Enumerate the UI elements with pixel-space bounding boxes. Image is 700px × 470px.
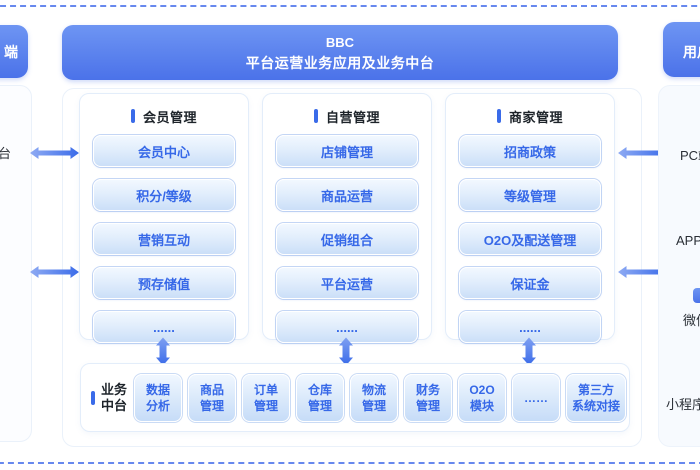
button-shop-management: 店铺管理: [276, 135, 418, 167]
horizontal-double-arrow: [618, 147, 667, 159]
business-middle-platform-bar: 业务 中台 数据 分析 商品 管理 订单 管理 仓库 管理 物流: [80, 363, 630, 432]
button-member-center: 会员中心: [93, 135, 235, 167]
card-merchant-management: 商家管理 招商政策 等级管理 O2O及配送管理 保证金 ......: [445, 93, 615, 343]
horizontal-double-arrow: [30, 266, 79, 278]
card-title: 商家管理: [508, 109, 563, 125]
title-bar-icon: [91, 390, 95, 405]
module-o2o: O2O 模块: [458, 373, 507, 422]
vertical-double-arrow: [156, 337, 170, 366]
button-investment-policy: 招商政策: [459, 135, 601, 167]
right-panel-header: 用户: [663, 22, 700, 77]
right-item-wechat: 微信: [683, 313, 700, 328]
main-header: BBC 平台运营业务应用及业务中台: [62, 25, 618, 80]
card-title-row: 会员管理: [80, 107, 248, 125]
card-member-management: 会员管理 会员中心 积分/等级 营销互动 预存储值 ......: [79, 93, 249, 343]
module-finance-management: 财务 管理: [404, 373, 453, 422]
module-product-management: 商品 管理: [188, 373, 237, 422]
left-panel-body: [0, 85, 32, 442]
button-o2o-delivery-management: O2O及配送管理: [459, 223, 601, 255]
left-panel-header-label: 端: [4, 44, 18, 60]
button-platform-operation: 平台运营: [276, 267, 418, 299]
bar-title-line1: 业务: [101, 381, 128, 397]
modules-row: 数据 分析 商品 管理 订单 管理 仓库 管理 物流 管理 财务 管理: [134, 373, 627, 422]
button-product-operation: 商品运营: [276, 179, 418, 211]
right-panel-body: [658, 85, 700, 447]
main-header-line1: BBC: [325, 34, 355, 50]
module-ellipsis: ……: [512, 373, 561, 422]
card-title-row: 商家管理: [446, 107, 614, 125]
partial-clipped-element: [693, 288, 700, 303]
button-level-management: 等级管理: [459, 179, 601, 211]
right-item-pc: PC端: [680, 148, 700, 163]
button-marketing-interaction: 营销互动: [93, 223, 235, 255]
card-title: 自营管理: [325, 109, 380, 125]
main-header-line2: 平台运营业务应用及业务中台: [245, 54, 435, 71]
right-item-app: APP端: [676, 233, 700, 248]
card-title: 会员管理: [142, 109, 197, 125]
module-warehouse-management: 仓库 管理: [296, 373, 345, 422]
bar-title: 业务 中台: [101, 382, 127, 414]
card-title-row: 自营管理: [263, 107, 431, 125]
title-bar-icon: [313, 109, 318, 123]
vertical-double-arrow: [522, 337, 536, 366]
button-prestored-value: 预存储值: [93, 267, 235, 299]
button-deposit: 保证金: [459, 267, 601, 299]
title-bar-icon: [130, 109, 135, 123]
button-points-level: 积分/等级: [93, 179, 235, 211]
bar-label: 业务 中台: [91, 382, 127, 414]
button-ellipsis: ......: [459, 311, 601, 343]
right-panel-header-label: 用户: [683, 44, 700, 60]
horizontal-double-arrow: [618, 266, 667, 278]
bar-title-line2: 中台: [101, 397, 128, 413]
horizontal-double-arrow: [30, 147, 79, 159]
button-ellipsis: ......: [276, 311, 418, 343]
card-self-operated-management: 自营管理 店铺管理 商品运营 促销组合 平台运营 ......: [262, 93, 432, 343]
module-order-management: 订单 管理: [242, 373, 291, 422]
left-panel-item-fragment: 台: [0, 146, 12, 161]
module-logistics-management: 物流 管理: [350, 373, 399, 422]
module-data-analysis: 数据 分析: [134, 373, 183, 422]
button-promotion-combo: 促销组合: [276, 223, 418, 255]
title-bar-icon: [496, 109, 501, 123]
left-panel-header: 端: [0, 25, 28, 78]
module-third-party-integration: 第三方 系统对接: [566, 373, 627, 422]
vertical-double-arrow: [339, 337, 353, 366]
right-item-mini-program: 小程序: [666, 397, 700, 412]
